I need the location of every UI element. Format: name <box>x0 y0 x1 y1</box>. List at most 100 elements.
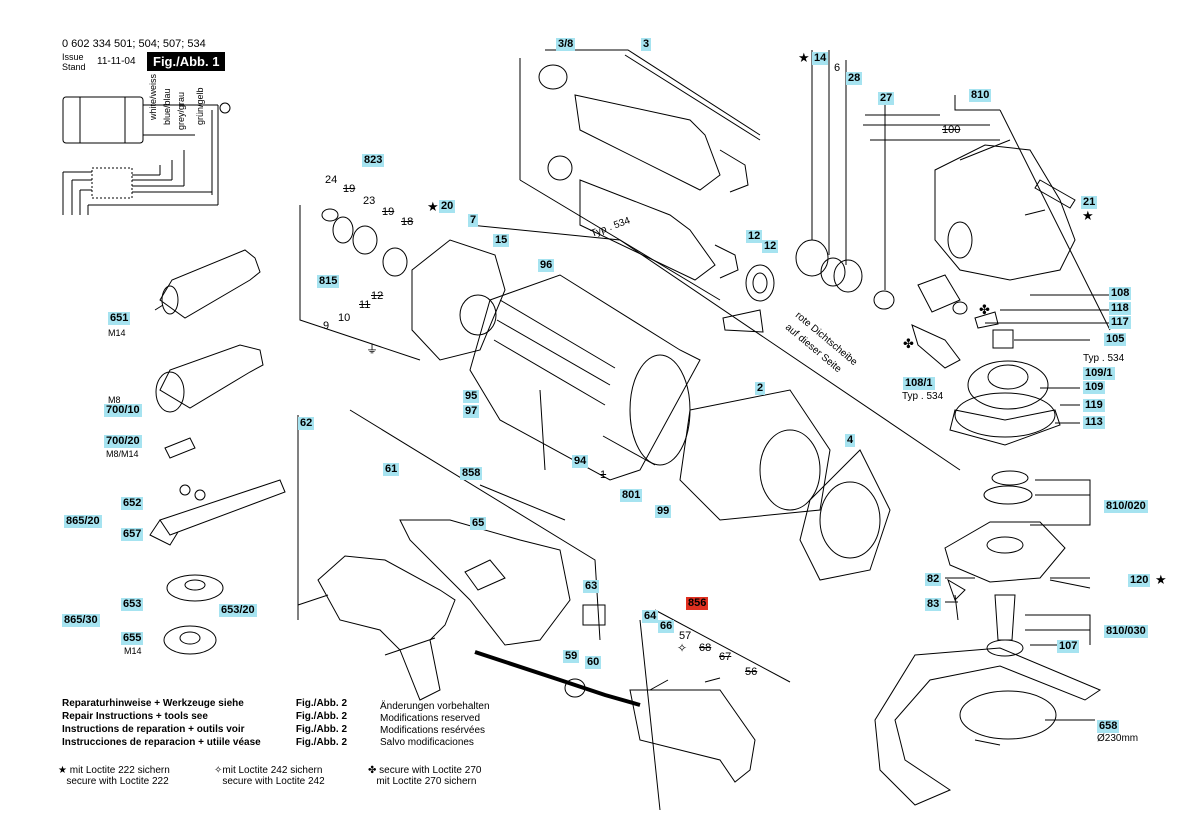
star-icon: ★ <box>427 199 439 214</box>
part-label-p4: 4 <box>845 434 856 447</box>
part-label-p810-020: 810/020 <box>1104 500 1148 513</box>
mod-line: Modifications resérvées <box>380 725 486 736</box>
loctite-242: ✧mit Loctite 242 sichern secure with Loc… <box>214 765 325 787</box>
part-label-p658: 658 <box>1097 720 1120 733</box>
typ-534-gear-top: Typ . 534 <box>1083 353 1125 364</box>
guard-diameter: Ø230mm <box>1097 733 1139 744</box>
handle-housing <box>317 519 571 701</box>
part-label-p856: 856 <box>686 597 709 610</box>
club-icon: ✤ <box>368 765 377 776</box>
loctite-270-de: mit Loctite 270 sichern <box>376 776 477 787</box>
part-label-p815: 815 <box>317 275 340 288</box>
part-numbers: 0 602 334 501; 504; 507; 534 <box>62 38 206 50</box>
part-label-p3: 3 <box>641 38 652 51</box>
part-label-p27: 27 <box>878 92 895 105</box>
part-label-p18: 18 <box>401 216 414 228</box>
part-label-p62: 62 <box>298 417 315 430</box>
note-ref: Fig./Abb. 2 <box>295 711 347 722</box>
note-ref: Fig./Abb. 2 <box>295 698 347 709</box>
mod-line: Änderungen vorbehalten <box>380 701 490 712</box>
note-text: Instructions de reparation + outils voir <box>62 724 245 735</box>
screw-700-20 <box>164 437 196 459</box>
part-label-p2: 2 <box>755 382 766 395</box>
part-label-p858: 858 <box>460 467 483 480</box>
wheel-guard-658 <box>874 647 1102 806</box>
part-label-p6: 6 <box>834 62 841 74</box>
part-label-p57: 57 <box>679 630 692 642</box>
note-text: Instrucciones de reparacion + utiile véa… <box>62 737 261 748</box>
part-label-p19a: 19 <box>343 183 356 195</box>
part-label-p21: 21 <box>1081 196 1098 209</box>
open-star-icon: ✧ <box>214 765 223 776</box>
star-icon: ★ <box>1082 208 1094 223</box>
loctite-222: ★ mit Loctite 222 sichern secure with Lo… <box>58 765 170 787</box>
part-label-p653-20: 653/20 <box>219 604 257 617</box>
part-label-p3-8: 3/8 <box>556 38 576 51</box>
wiring-diagram <box>62 96 231 215</box>
part-label-p12c: 12 <box>371 290 384 302</box>
part-label-p7: 7 <box>468 214 479 227</box>
part-label-p653: 653 <box>121 598 144 611</box>
part-label-p651: 651 <box>108 312 131 325</box>
part-label-p11: 11 <box>359 299 371 311</box>
part-label-p100: 100 <box>942 124 961 136</box>
loctite-222-en: secure with Loctite 222 <box>66 776 169 787</box>
note-row: Instructions de reparation + outils voir… <box>62 723 347 736</box>
issue-label: Issue <box>62 52 84 62</box>
part-label-p24: 24 <box>325 174 338 186</box>
side-handle-651 <box>154 249 261 319</box>
part-label-p1: 1 <box>600 469 607 481</box>
loctite-270: ✤ secure with Loctite 270 mit Loctite 27… <box>368 765 481 787</box>
part-label-p60: 60 <box>585 656 602 669</box>
club-icon: ✤ <box>979 302 990 317</box>
part-label-p105: 105 <box>1104 333 1127 346</box>
wire-white: white/weiss <box>148 73 158 120</box>
part-label-p120: 120 <box>1128 574 1151 587</box>
part-label-p810-030: 810/030 <box>1104 625 1148 638</box>
part-label-p109: 109 <box>1083 381 1106 394</box>
figure-title: Fig./Abb. 1 <box>147 52 226 71</box>
part-label-p95: 95 <box>463 390 480 403</box>
part-label-p865-30: 865/30 <box>62 614 100 627</box>
part-label-p99: 99 <box>655 505 672 518</box>
loctite-242-en: secure with Loctite 242 <box>222 776 325 787</box>
part-label-p652: 652 <box>121 497 144 510</box>
part-label-p810: 810 <box>969 89 992 102</box>
m14-nut: M14 <box>124 646 142 656</box>
side-handle-700 <box>155 344 264 413</box>
part-label-p823: 823 <box>362 154 385 167</box>
m8-m14-screw: M8/M14 <box>106 449 139 459</box>
part-label-p66: 66 <box>658 620 675 633</box>
part-label-p10: 10 <box>338 312 351 324</box>
part-label-p63: 63 <box>583 580 600 593</box>
part-label-p64: 64 <box>642 610 659 623</box>
loctite-242-de: mit Loctite 242 sichern <box>222 765 323 776</box>
part-label-p12a: 12 <box>746 230 763 243</box>
part-label-p113: 113 <box>1083 416 1105 429</box>
note-text: Repair Instructions + tools see <box>62 711 208 722</box>
note-ref: Fig./Abb. 2 <box>295 724 347 735</box>
part-label-p655: 655 <box>121 632 144 645</box>
bearing-flange-7 <box>411 239 506 361</box>
part-label-p96: 96 <box>538 259 555 272</box>
part-label-p15: 15 <box>493 234 510 247</box>
stand-label: Stand <box>62 62 86 72</box>
part-label-p119: 119 <box>1083 399 1105 412</box>
modifications-note: Änderungen vorbehalten Modifications res… <box>380 701 490 749</box>
part-label-p12b: 12 <box>762 240 779 253</box>
part-label-p67: 67 <box>719 651 732 663</box>
issue-date: 11-11-04 <box>97 56 136 67</box>
part-label-p97: 97 <box>463 405 480 418</box>
part-label-p108: 108 <box>1109 287 1132 300</box>
part-label-p61: 61 <box>383 463 400 476</box>
part-label-p23: 23 <box>363 195 376 207</box>
armature-534 <box>547 155 739 281</box>
mod-line: Salvo modificaciones <box>380 737 474 748</box>
part-label-p700-10: 700/10 <box>104 404 142 417</box>
part-label-p83: 83 <box>925 598 942 611</box>
note-row: Repair Instructions + tools see Fig./Abb.… <box>62 710 347 723</box>
part-label-p657: 657 <box>121 528 144 541</box>
